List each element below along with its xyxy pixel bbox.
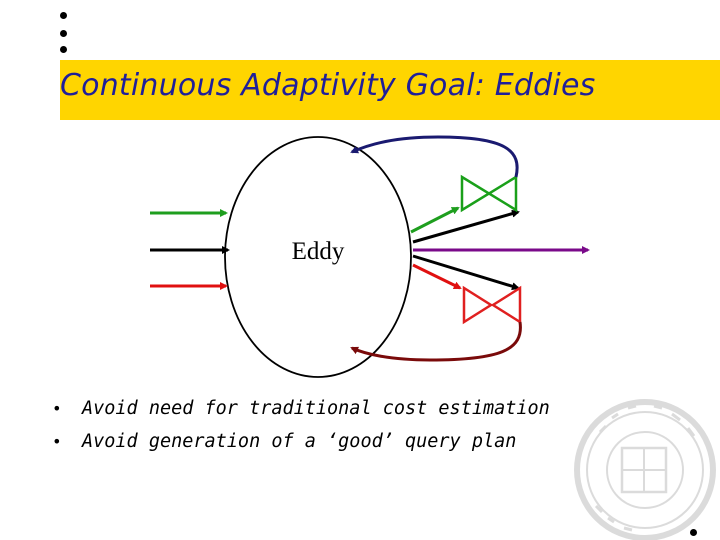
decorative-dot	[690, 529, 697, 536]
bullet-list: • Avoid need for traditional cost estimat…	[52, 395, 550, 461]
route-arrow-green	[410, 206, 460, 234]
route-arrow-black-top	[412, 209, 520, 244]
eddy-circle	[224, 136, 412, 378]
bullet-item: • Avoid generation of a ‘good’ query plan	[52, 428, 550, 461]
bullet-text: Avoid need for traditional cost estimati…	[82, 398, 550, 419]
bowtie-operator-icon	[462, 285, 522, 325]
feedback-loop-top	[350, 135, 519, 178]
route-arrow-black-bottom	[412, 254, 520, 291]
dot	[60, 46, 67, 53]
dot	[60, 12, 67, 19]
slide-title: Continuous Adaptivity Goal: Eddies	[60, 68, 596, 103]
bullet-item: • Avoid need for traditional cost estimat…	[52, 395, 550, 428]
bullet-mark: •	[52, 432, 62, 451]
route-arrow-red	[412, 263, 462, 290]
eddy-label: Eddy	[291, 238, 345, 265]
bowtie-operator-icon	[460, 174, 518, 213]
bullet-text: Avoid generation of a ‘good’ query plan	[82, 431, 517, 452]
feedback-loop-bottom	[350, 321, 522, 362]
title-bar: Continuous Adaptivity Goal: Eddies	[60, 60, 720, 120]
dot	[60, 30, 67, 37]
bullet-mark: •	[52, 399, 62, 418]
